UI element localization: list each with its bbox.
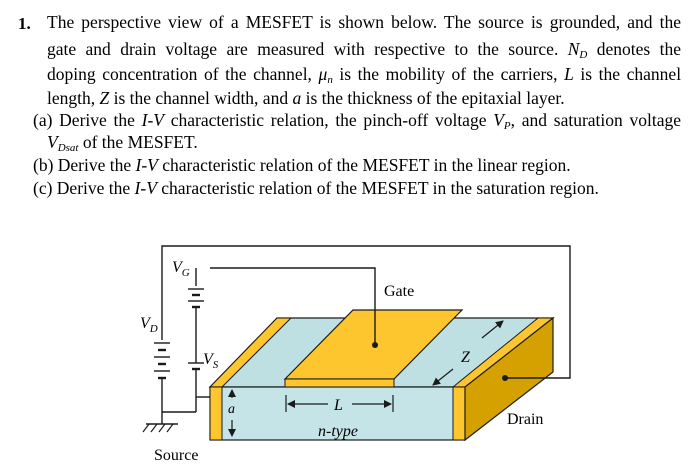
- part-a-line-2: VDsat of the MESFET.: [47, 132, 198, 154]
- part-a-line-1: (a) Derive the I-V characteristic relati…: [33, 110, 682, 132]
- vg-label: VG: [172, 259, 190, 279]
- problem-number: 1.: [18, 14, 31, 33]
- part-c: (c) Derive the I-V characteristic relati…: [33, 178, 599, 198]
- intro-line-2: gate and drain voltage are measured with…: [47, 39, 682, 61]
- drain-side-face: [464, 316, 554, 442]
- intro-line-3: doping concentration of the channel, μn …: [47, 64, 682, 86]
- ground-hatch: [158, 423, 166, 433]
- vd-label: VD: [140, 315, 158, 335]
- thickness-label: a: [228, 402, 235, 417]
- drain-label: Drain: [507, 411, 543, 428]
- width-arrow-upper: [481, 320, 504, 339]
- ground-hatch: [166, 423, 174, 433]
- intro-line-4: length, Z is the channel width, and a is…: [47, 88, 565, 108]
- gate-wire: [210, 267, 376, 345]
- drain-contact-front: [452, 386, 466, 441]
- gate-metal-front: [284, 378, 395, 388]
- drain-contact-dot: [502, 375, 508, 381]
- gate-contact-dot: [372, 342, 378, 348]
- width-label: Z: [461, 349, 471, 366]
- intro-line-1: The perspective view of a MESFET is show…: [47, 12, 681, 32]
- width-arrow-lower: [432, 368, 454, 386]
- source-label: Source: [154, 447, 198, 464]
- ntype-label: n-type: [318, 423, 358, 440]
- drain-wire: [161, 245, 571, 379]
- part-b: (b) Derive the I-V characteristic relati…: [33, 155, 571, 175]
- ground-hatch: [142, 423, 150, 433]
- ground-hatch: [150, 423, 158, 433]
- substrate-front-face: [209, 386, 466, 441]
- vs-label: VS: [203, 351, 219, 371]
- length-label: L: [333, 397, 343, 414]
- source-contact-front: [209, 386, 223, 441]
- gate-label: Gate: [384, 283, 414, 300]
